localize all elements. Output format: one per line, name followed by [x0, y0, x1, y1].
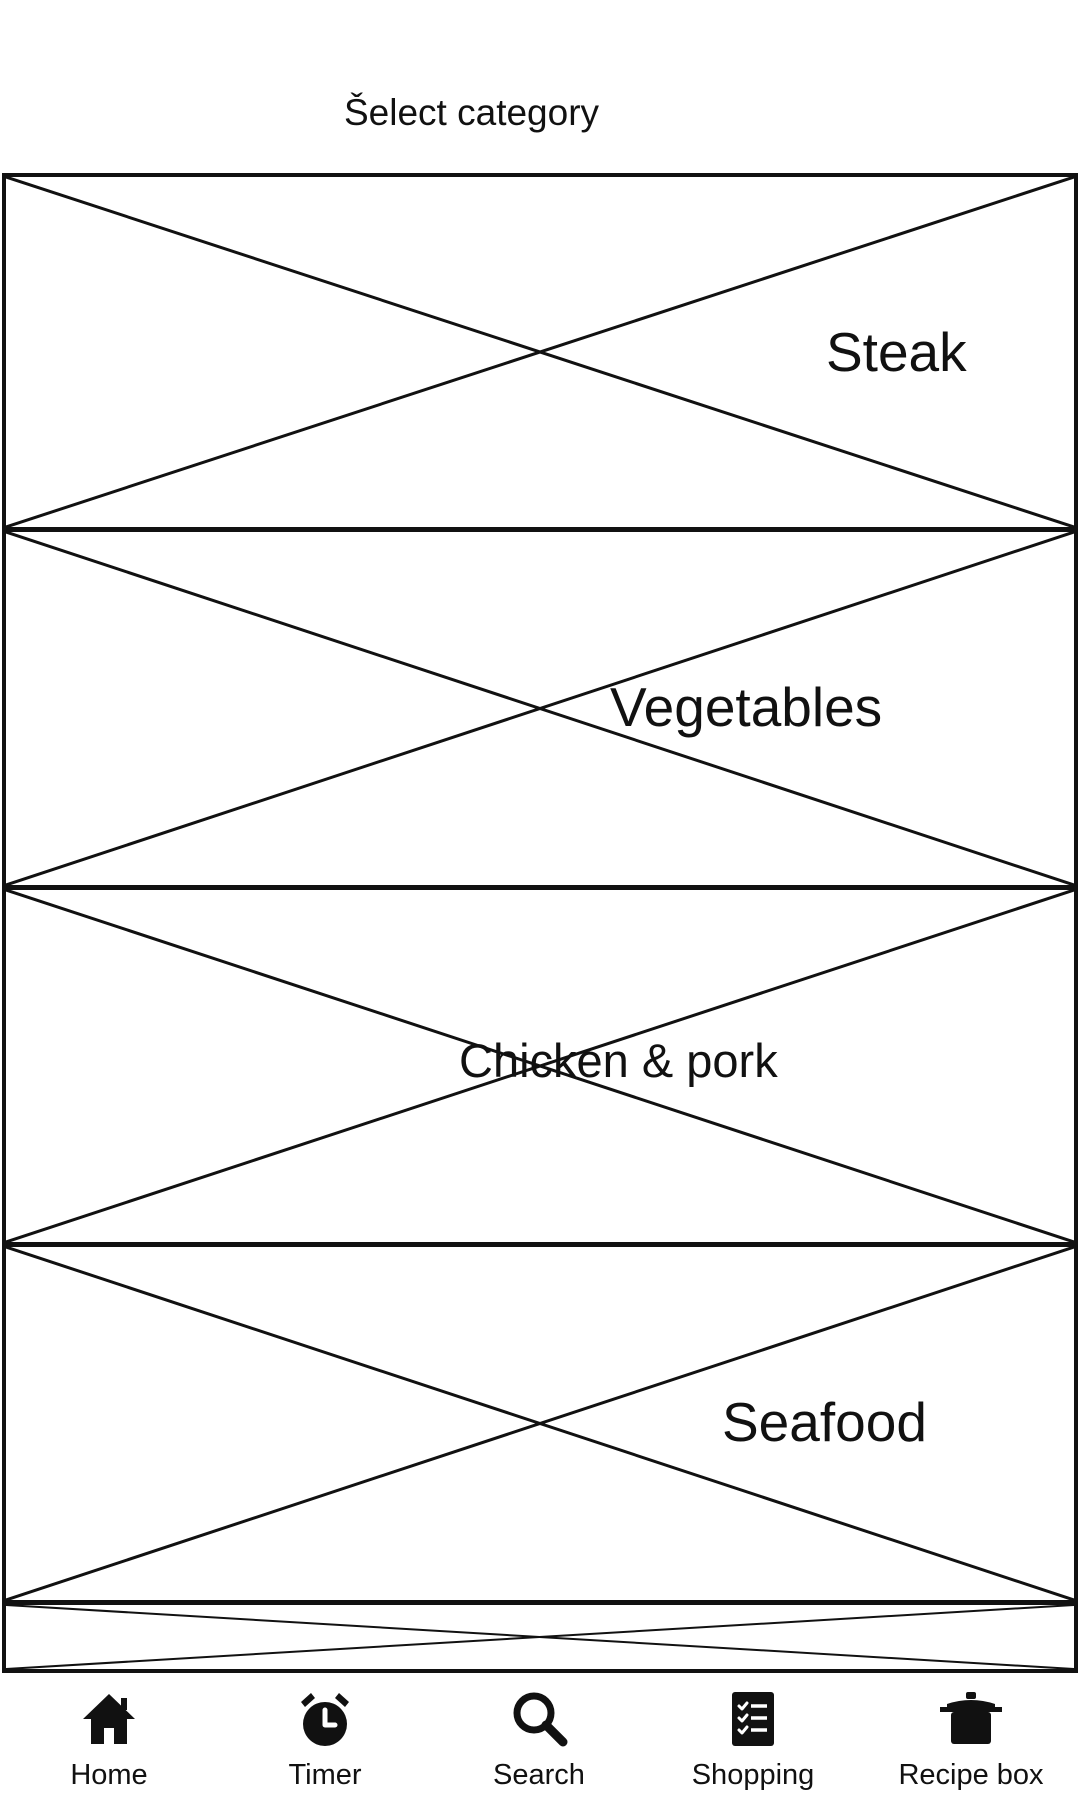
- category-label: Chicken & pork: [459, 1034, 778, 1087]
- cooking-pot-icon: [940, 1692, 1002, 1744]
- category-list: Steak Vegetables Chicken & pork Seafood: [0, 170, 1080, 1680]
- nav-home[interactable]: Home: [14, 1686, 204, 1798]
- bottom-navigation: Home Timer Search Shopping: [0, 1686, 1080, 1800]
- category-card-seafood[interactable]: Seafood: [2, 1243, 1078, 1604]
- home-icon: [83, 1694, 135, 1744]
- checklist-icon: [732, 1692, 774, 1746]
- nav-label: Timer: [288, 1759, 362, 1791]
- nav-label: Recipe box: [898, 1759, 1044, 1791]
- image-placeholder: [6, 532, 1074, 885]
- category-card-steak[interactable]: Steak: [2, 173, 1078, 531]
- category-label: Seafood: [722, 1391, 927, 1453]
- nav-timer[interactable]: Timer: [230, 1686, 420, 1798]
- nav-recipe-box[interactable]: Recipe box: [876, 1686, 1066, 1798]
- category-label: Vegetables: [610, 676, 883, 738]
- alarm-clock-icon: [301, 1693, 349, 1746]
- page-title: Šelect category: [344, 92, 600, 133]
- nav-label: Home: [70, 1759, 148, 1791]
- image-placeholder: [6, 1247, 1074, 1600]
- category-card-vegetables[interactable]: Vegetables: [2, 528, 1078, 889]
- image-placeholder: [6, 1605, 1074, 1669]
- search-icon: [513, 1692, 568, 1747]
- nav-label: Shopping: [691, 1759, 815, 1791]
- nav-search[interactable]: Search: [444, 1686, 634, 1798]
- image-placeholder: [6, 890, 1074, 1242]
- category-label: Steak: [826, 321, 967, 383]
- image-placeholder: [6, 177, 1074, 527]
- nav-label: Search: [493, 1759, 585, 1791]
- category-card-chicken-pork[interactable]: Chicken & pork: [2, 886, 1078, 1246]
- category-card-partial[interactable]: [2, 1601, 1078, 1673]
- nav-shopping[interactable]: Shopping: [658, 1686, 848, 1798]
